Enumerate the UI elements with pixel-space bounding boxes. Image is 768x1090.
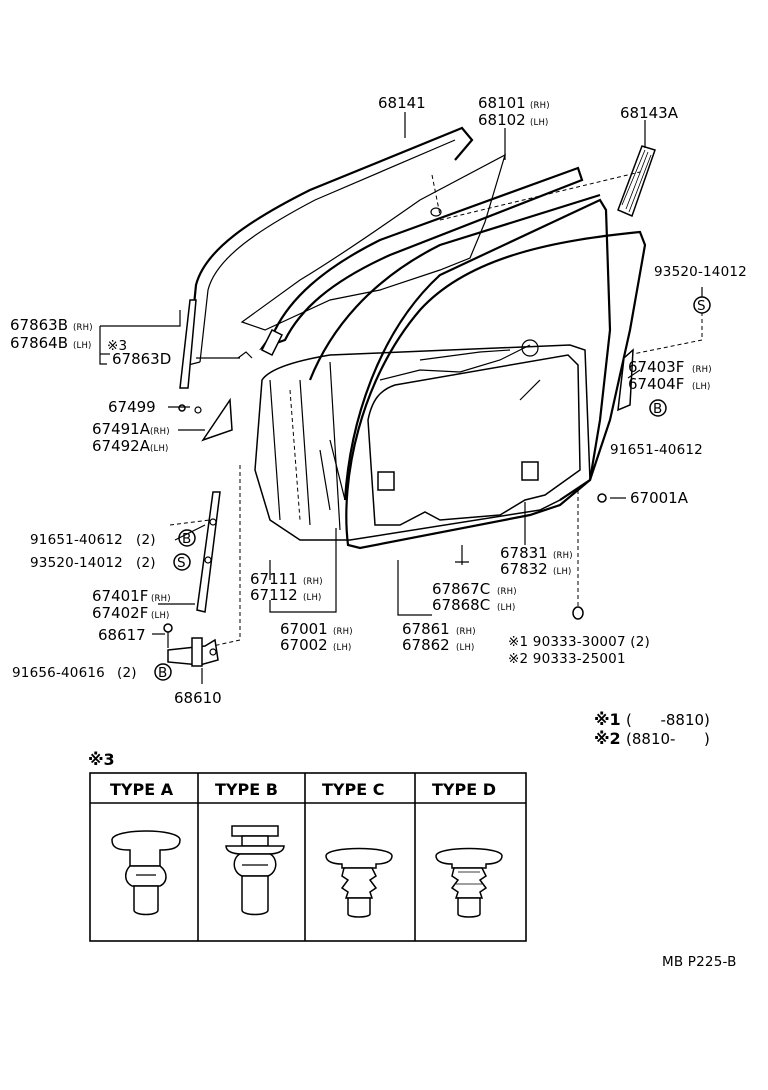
rh-67861: (RH)	[456, 627, 476, 637]
label-68610: 68610	[174, 689, 222, 707]
date-note-1-mark: ※1	[594, 710, 621, 729]
label-67832: 67832	[500, 560, 548, 578]
note-star1: ※1 90333-30007 (2)	[508, 634, 650, 650]
clip-type-table: ※3 TYPE A TYPE B TYPE C TYPE D	[88, 750, 527, 942]
lh-68102: (LH)	[530, 118, 549, 128]
circle-b-right: B	[653, 401, 662, 417]
part-labels: 68141 68101 (RH) 68102 (LH) 68143A 93520…	[10, 94, 747, 707]
door-drawing: S B B S B	[154, 126, 711, 681]
label-67499: 67499	[108, 398, 156, 416]
rh-68101: (RH)	[530, 101, 550, 111]
lh-67112: (LH)	[303, 593, 322, 603]
note-star2: ※2 90333-25001	[508, 651, 626, 667]
part-67831-service-cover	[367, 354, 581, 526]
label-67831: 67831	[500, 544, 548, 562]
lh-67404F: (LH)	[692, 382, 711, 392]
label-91656-40616: 91656-40616	[12, 665, 105, 681]
label-67861: 67861	[402, 620, 450, 638]
type-d-header: TYPE D	[432, 780, 496, 799]
part-68610-hinge	[167, 637, 219, 667]
clip-table-title: ※3	[88, 750, 115, 769]
part-68141-moulding	[186, 126, 474, 366]
type-b-header: TYPE B	[215, 780, 278, 799]
label-68617: 68617	[98, 626, 146, 644]
leader-lines	[99, 112, 703, 684]
rh-67403F: (RH)	[692, 365, 712, 375]
circle-b-left: B	[182, 531, 191, 547]
date-note-1-text: ( -8810)	[626, 711, 710, 729]
clip-type-b-illustration	[225, 825, 285, 916]
type-a-header: TYPE A	[110, 780, 174, 799]
circle-b-bottom: B	[158, 665, 167, 681]
label-67112: 67112	[250, 586, 298, 604]
rh-67863B: (RH)	[73, 323, 93, 333]
part-67861-weatherstrip	[345, 230, 647, 550]
label-67001A: 67001A	[630, 489, 689, 507]
circle-s-left: S	[177, 555, 186, 571]
label-67404F: 67404F	[628, 375, 684, 393]
label-67402F: 67402F	[92, 604, 148, 622]
label-67492A: 67492A	[92, 437, 151, 455]
part-67401F-rail	[196, 491, 221, 613]
date-note-2-mark: ※2	[594, 729, 621, 748]
label-67864B: 67864B	[10, 334, 68, 352]
label-67863B: 67863B	[10, 316, 68, 334]
part-67403F-strip	[617, 348, 634, 412]
part-67491A-triangle	[201, 397, 233, 442]
label-93520-14012-left: 93520-14012	[30, 555, 123, 571]
clip-type-d-illustration	[435, 847, 503, 918]
rh-67001: (RH)	[333, 627, 353, 637]
lh-67402F: (LH)	[151, 611, 170, 621]
lh-67868C: (LH)	[497, 603, 516, 613]
lh-67832: (LH)	[553, 567, 572, 577]
part-68101-glass	[240, 153, 506, 331]
star3-marker: ※3	[107, 338, 127, 354]
label-67868C: 67868C	[432, 596, 490, 614]
label-67001: 67001	[280, 620, 328, 638]
label-67491A: 67491A	[92, 420, 151, 438]
part-run-channel	[259, 166, 584, 351]
clip-type-c-illustration	[325, 847, 393, 918]
rh-67491A: (RH)	[150, 427, 170, 437]
label-67867C: 67867C	[432, 580, 490, 598]
label-67863D: 67863D	[112, 350, 171, 368]
lh-67002: (LH)	[333, 643, 352, 653]
label-67111: 67111	[250, 570, 298, 588]
clip-type-a-illustration	[111, 830, 181, 916]
qty-91651-left: (2)	[136, 532, 156, 548]
lh-67862: (LH)	[456, 643, 475, 653]
circle-s-top: S	[697, 298, 706, 314]
label-67862: 67862	[402, 636, 450, 654]
lh-67492A: (LH)	[150, 444, 169, 454]
rh-67111: (RH)	[303, 577, 323, 587]
label-68102: 68102	[478, 111, 526, 129]
label-68141: 68141	[378, 94, 426, 112]
label-68143A: 68143A	[620, 104, 679, 122]
part-68143A	[617, 145, 656, 218]
label-91651-40612-left: 91651-40612	[30, 532, 123, 548]
label-93520-14012-top: 93520-14012	[654, 264, 747, 280]
label-68101: 68101	[478, 94, 526, 112]
rh-67867C: (RH)	[497, 587, 517, 597]
qty-93520-left: (2)	[136, 555, 156, 571]
date-notes: ※1 ( -8810) ※2 (8810- )	[594, 710, 710, 748]
qty-91656: (2)	[117, 665, 137, 681]
type-c-header: TYPE C	[322, 780, 384, 799]
diagram-code: MB P225-B	[662, 954, 737, 970]
rh-67401F: (RH)	[151, 594, 171, 604]
date-note-2-text: (8810- )	[626, 730, 710, 748]
label-67002: 67002	[280, 636, 328, 654]
rh-67831: (RH)	[553, 551, 573, 561]
label-67401F: 67401F	[92, 587, 148, 605]
lh-67864B: (LH)	[73, 341, 92, 351]
label-91651-40612-right: 91651-40612	[610, 442, 703, 458]
label-67403F: 67403F	[628, 358, 684, 376]
